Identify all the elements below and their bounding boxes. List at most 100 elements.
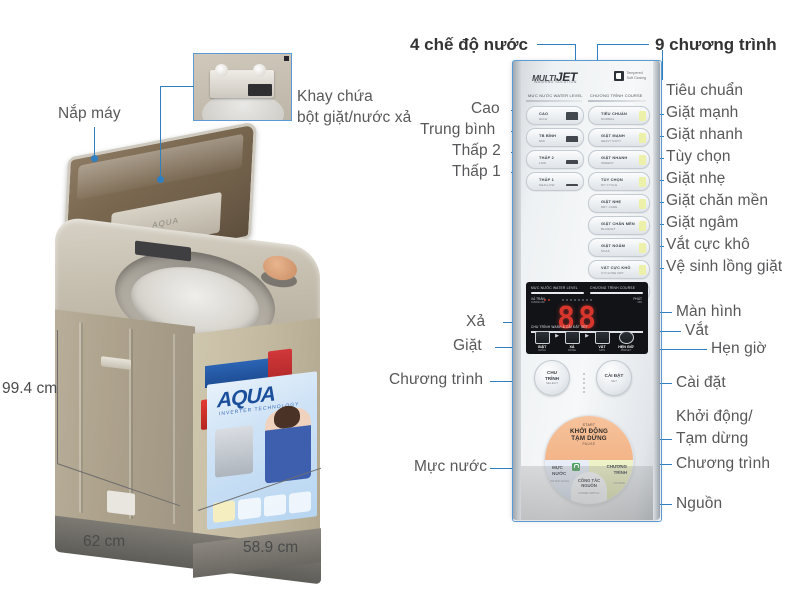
- water-level-button-1[interactable]: CAO HIGH 1: [526, 106, 592, 125]
- program-button-4[interactable]: TÙY CHỌN MY CYCLE: [588, 172, 650, 191]
- overflow-vi: XẢ TRÀN: [531, 297, 545, 301]
- section-rule-water: [526, 100, 582, 102]
- label-power: Nguồn: [676, 495, 723, 512]
- label-start-line2: Tạm dừng: [676, 430, 749, 447]
- aqua-brand-sticker: AQUA INVERTER TECHNOLOGY: [207, 371, 317, 530]
- pg8-en: CYCLONE DRY: [601, 270, 625, 275]
- water-level-button-4[interactable]: THẤP 1 SHALLOW 4: [526, 172, 592, 191]
- washing-machine-illustration: AQUA AQUA INVERTER TECHNOLOGY: [55, 121, 365, 585]
- select-btn-vi: CHU TRÌNH: [535, 370, 569, 381]
- pg4-vi: TÙY CHỌN: [601, 177, 623, 182]
- panel-edge-left: [512, 60, 521, 520]
- leader-wash: [495, 347, 528, 348]
- program-button-7[interactable]: GIẶT NGÂM SOAK: [588, 238, 650, 257]
- program-indicator-7: [639, 242, 646, 253]
- dim-height-label: 99.4 cm: [2, 380, 58, 397]
- start-en-bottom: PAUSE: [582, 442, 596, 446]
- display-dots-right: [562, 299, 592, 301]
- label-wash: Giặt: [453, 337, 482, 354]
- stage-rinse-vi: XẢ: [569, 345, 575, 349]
- water-level-button-3[interactable]: THẤP 2 LOW 3: [526, 150, 592, 169]
- display-top-captions: MỰC NƯỚC WATER LEVEL CHƯƠNG TRÌNH COURSE: [531, 286, 643, 294]
- dim-width-label: 58.9 cm: [243, 539, 299, 556]
- water-level-button-2[interactable]: TB BÌNH MID 2: [526, 128, 592, 147]
- dim-height-line: [57, 330, 58, 463]
- program-button-6[interactable]: GIẶT CHĂN MỀN BLANKET: [588, 216, 650, 235]
- glass-icon: [613, 71, 624, 81]
- stage-rinse[interactable]: XẢ RINSE: [560, 331, 584, 352]
- wheel-center-en: POWER SWITCH: [571, 492, 607, 495]
- start-pause-button[interactable]: START KHỞI ĐỘNG TẠM DỪNG PAUSE: [545, 416, 633, 460]
- leader-water-level-btn: [490, 468, 533, 469]
- program-button-2[interactable]: GIẶT MẠNH HEAVY DUTY: [588, 128, 650, 147]
- callout-water-modes: 4 chế độ nước: [410, 35, 528, 54]
- brand-multijet: MULTIJET: [532, 70, 577, 84]
- pg1-en: NORMAL: [601, 116, 615, 121]
- arrow-icon-2: ▶: [585, 333, 589, 339]
- brand-prefix: MULTI: [532, 73, 556, 83]
- display-value: 88: [557, 301, 600, 336]
- stage-spin-vi: VẮT: [598, 345, 606, 349]
- select-program-button[interactable]: CHU TRÌNH SELECT: [534, 360, 570, 396]
- program-button-5[interactable]: GIẶT NHẸ DRY CARE: [588, 194, 650, 213]
- water-level-icon-mid: [566, 134, 578, 142]
- label-program-7: Giặt ngâm: [666, 214, 739, 231]
- label-program-5: Giặt nhẹ: [666, 170, 726, 187]
- minute-en: MIN: [637, 301, 642, 304]
- water-level-button-column[interactable]: CAO HIGH 1 TB BÌNH MID 2 THẤP 2 LOW 3 TH…: [526, 106, 592, 194]
- wheel-left-vi1: MỰC: [552, 465, 563, 470]
- stage-rinse-en: RINSE: [568, 349, 576, 352]
- pg2-en: HEAVY DUTY: [601, 138, 622, 143]
- label-level-cao: Cao: [471, 100, 500, 117]
- program-button-column[interactable]: TIÊU CHUẨN NORMAL GIẶT MẠNH HEAVY DUTY G…: [588, 106, 650, 304]
- section-title-water: MỰC NƯỚC WATER LEVEL: [528, 93, 583, 98]
- control-panel[interactable]: MULTIJET WASHING SOLUTION Tempered Soft …: [512, 60, 660, 520]
- pg7-en: SOAK: [601, 248, 610, 253]
- detergent-tray-inset-photo: [193, 53, 292, 121]
- power-switch-button[interactable]: CÔNG TẮC NGUỒN POWER SWITCH: [571, 472, 607, 504]
- display-overflow-label: XẢ TRÀN OVERFLOW: [531, 297, 545, 304]
- program-indicator-6: [639, 220, 646, 231]
- pg8-vi: VẮT CỰC KHÔ: [601, 265, 631, 270]
- water-level-icon-shallow: [566, 178, 578, 186]
- glass-line2: Soft Closing: [626, 76, 646, 80]
- stage-spin[interactable]: VẮT SPIN: [590, 331, 614, 352]
- stage-preset-timer[interactable]: HẸN GIỜ PRESET: [614, 331, 638, 352]
- stage-timer-en: PRESET: [620, 349, 632, 352]
- program-indicator-5: [639, 198, 646, 209]
- leader-tray-dot: [157, 176, 164, 183]
- wl1-en: HIGH: [539, 116, 548, 121]
- start-en-top: START: [582, 423, 596, 427]
- callout-lid: Nắp máy: [58, 105, 121, 122]
- lcd-display: MỰC NƯỚC WATER LEVEL CHƯƠNG TRÌNH COURSE…: [526, 282, 648, 354]
- leader-lid-v: [94, 127, 95, 157]
- sticker-person-graphic: [265, 405, 311, 484]
- machine-label-white: [107, 490, 135, 516]
- brand-main: JET: [555, 70, 577, 84]
- panel-edge-right: [653, 60, 660, 520]
- callout-programs: 9 chương trình: [655, 35, 777, 54]
- label-program-8: Vắt cực khô: [666, 236, 750, 253]
- program-button-3[interactable]: GIẶT NHANH SPEEDY: [588, 150, 650, 169]
- label-start-line1: Khởi động/: [676, 408, 753, 425]
- start-control-wheel[interactable]: START KHỞI ĐỘNG TẠM DỪNG PAUSE MỰC NƯỚC …: [544, 415, 634, 505]
- wheel-right-vi: CHƯƠNG TRÌNH: [607, 464, 627, 475]
- stage-wash[interactable]: GIẶT WASH: [530, 331, 554, 352]
- wheel-right-vi1: CHƯƠNG: [607, 464, 627, 469]
- label-rinse: Xả: [466, 313, 486, 330]
- wheel-center-vi: CÔNG TẮC NGUỒN: [571, 478, 607, 489]
- child-lock-icon: [572, 463, 580, 471]
- leader-lid-dot: [91, 155, 98, 162]
- program-button-8[interactable]: VẮT CỰC KHÔ CYCLONE DRY: [588, 260, 650, 279]
- pg5-vi: GIẶT NHẸ: [601, 199, 622, 204]
- wl2-en: MID: [539, 138, 545, 143]
- stage-wash-vi: GIẶT: [537, 345, 547, 349]
- stage-wash-en: WASH: [538, 349, 546, 352]
- set-button[interactable]: CÀI ĐẶT SET: [596, 360, 632, 396]
- leader-program-btn: [490, 381, 532, 382]
- wl4-en: SHALLOW: [539, 182, 555, 187]
- display-minute-label: PHÚT MIN: [633, 297, 642, 304]
- program-button-1[interactable]: TIÊU CHUẨN NORMAL: [588, 106, 650, 125]
- wheel-center-vi2: NGUỒN: [581, 483, 597, 488]
- label-program-1: Tiêu chuẩn: [666, 82, 744, 99]
